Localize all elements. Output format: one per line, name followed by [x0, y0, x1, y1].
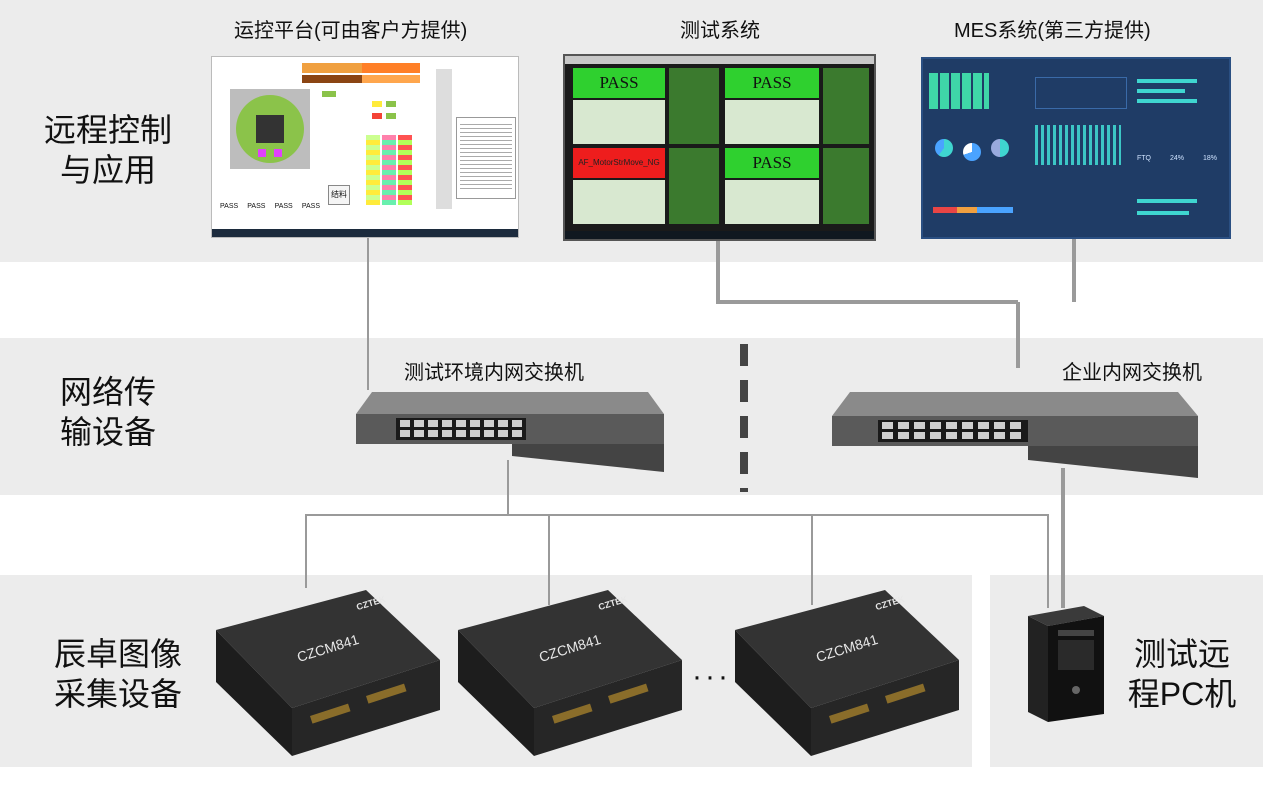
test-system-screen: PASS PASS AF_MotorStrMove_NG PASS: [563, 54, 876, 241]
pass-indicator: PASS: [573, 68, 665, 98]
row-label-line: 网络传: [59, 374, 156, 410]
pc-label-line: 测试远: [1133, 636, 1230, 672]
taskbar: [212, 229, 518, 237]
header-bar: [362, 75, 420, 83]
row-label-line: 远程控制: [43, 112, 172, 148]
pc-label: 测试远 程PC机: [1112, 634, 1252, 714]
enterprise-network-switch: [832, 392, 1198, 478]
chip-socket: [256, 115, 284, 143]
pass-label: PASS: [220, 203, 239, 210]
test-network-switch: [356, 392, 664, 472]
stacked-bar: [933, 207, 1013, 213]
row-label-application: 远程控制 与应用: [38, 110, 178, 190]
row-label-line: 辰卓图像: [53, 636, 182, 672]
status-grid: [322, 91, 422, 221]
pie-chart: [991, 139, 1009, 157]
stat-row: FTQ 24% 18%: [1137, 155, 1217, 162]
progress-bar: [1137, 79, 1197, 83]
progress-bar: [1137, 99, 1197, 103]
row-label-line: 采集设备: [53, 676, 182, 712]
progress-bar: [1137, 199, 1197, 203]
pass-indicator: PASS: [725, 148, 819, 178]
header-bar: [302, 63, 362, 73]
more-devices-ellipsis: ···: [692, 660, 731, 693]
chip-tray: [230, 89, 310, 169]
row-label-line: 与应用: [59, 152, 156, 188]
log-area: [725, 180, 819, 224]
capture-device: CZCM841 CZTEK: [216, 590, 440, 758]
side-panel: [669, 148, 719, 224]
device-body: [735, 590, 959, 756]
row-label-network: 网络传 输设备: [38, 372, 178, 452]
pass-row: PASS PASS PASS PASS: [220, 203, 320, 210]
side-panel: [823, 68, 869, 144]
fail-indicator: AF_MotorStrMove_NG: [573, 148, 665, 178]
action-button: 结料: [328, 185, 350, 205]
bar-chart: [1035, 125, 1121, 165]
pie-chart: [963, 143, 981, 161]
pass-indicator: PASS: [725, 68, 819, 98]
log-area: [725, 100, 819, 144]
heatmap: [929, 73, 989, 109]
side-panel: [669, 68, 719, 144]
progress-bar: [1137, 211, 1189, 215]
mes-system-screen: FTQ 24% 18%: [921, 57, 1231, 239]
enterprise-switch-caption: 企业内网交换机: [1062, 362, 1202, 384]
capture-device: CZCM841 CZTEK: [735, 590, 959, 758]
test-switch-caption: 测试环境内网交换机: [404, 362, 584, 384]
row-label-line: 输设备: [59, 414, 156, 450]
remote-pc-tower: [1028, 606, 1104, 722]
stat-label: FTQ: [1137, 155, 1151, 162]
indicator: [258, 149, 266, 157]
progress-bar: [1137, 89, 1185, 93]
pie-chart: [935, 139, 953, 157]
mes-system-caption: MES系统(第三方提供): [954, 20, 1151, 42]
side-panel: [823, 148, 869, 224]
indicator: [274, 149, 282, 157]
log-area: [573, 180, 665, 224]
stat-label: 18%: [1202, 155, 1217, 162]
device-body: [458, 590, 682, 756]
header-bar: [362, 63, 420, 73]
window-titlebar: [565, 56, 874, 64]
pass-label: PASS: [274, 203, 293, 210]
pass-label: PASS: [247, 203, 266, 210]
log-panel: [456, 117, 516, 199]
stat-label: 24%: [1169, 155, 1184, 162]
log-area: [573, 100, 665, 144]
control-platform-screen: 结料 PASS PASS PASS PASS: [211, 56, 519, 238]
device-body: [216, 590, 440, 756]
taskbar: [565, 231, 874, 239]
row-label-capture: 辰卓图像 采集设备: [48, 634, 188, 714]
test-system-caption: 测试系统: [680, 20, 760, 42]
toolbar: [436, 69, 452, 209]
pass-label: PASS: [301, 203, 320, 210]
kpi-card: [1035, 77, 1127, 109]
control-platform-caption: 运控平台(可由客户方提供): [234, 20, 468, 42]
pc-label-line: 程PC机: [1127, 676, 1237, 712]
capture-device: CZCM841 CZTEK: [458, 590, 682, 758]
header-bar: [302, 75, 362, 83]
